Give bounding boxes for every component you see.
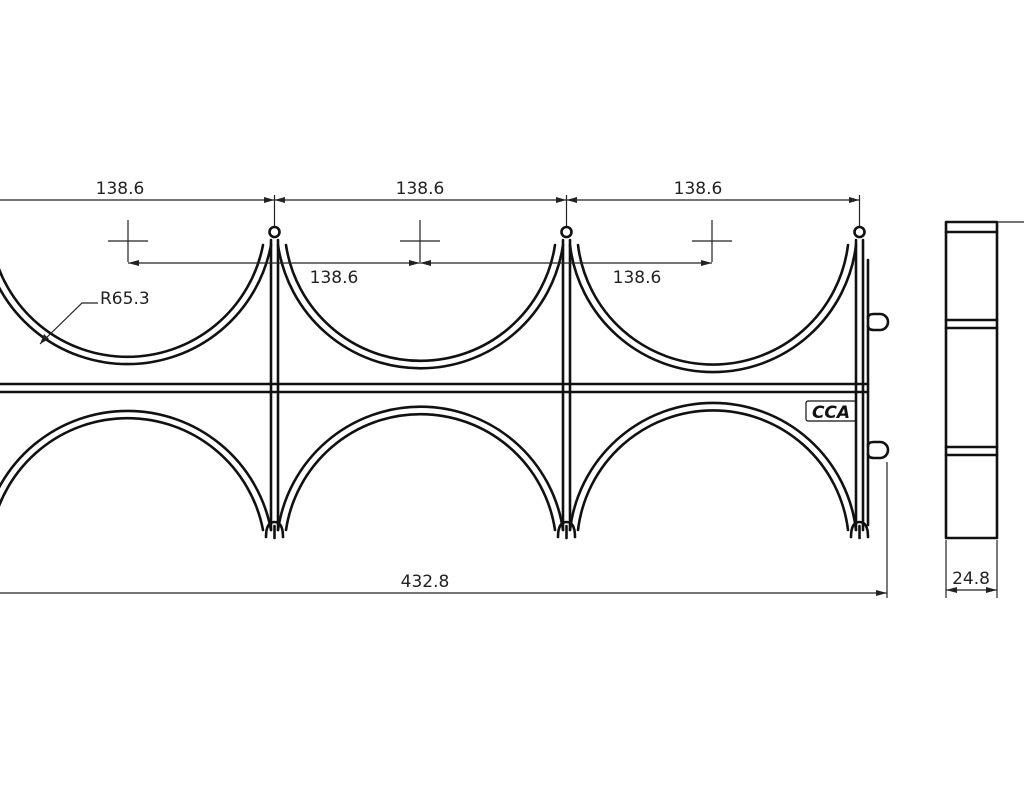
- lower-cradle-1: [0, 409, 273, 532]
- upper-cradle-3: [568, 243, 858, 374]
- svg-text:CCA: CCA: [812, 403, 850, 423]
- dim-center-2: 138.6: [613, 268, 662, 288]
- post-head-top-3: [853, 225, 866, 239]
- front-view: CCA: [0, 220, 890, 540]
- lower-cradle-3: [568, 401, 858, 532]
- dim-top-2: 138.6: [396, 179, 445, 199]
- radius-leader: R65.3: [39, 289, 150, 345]
- lower-cradle-2: [276, 405, 565, 532]
- side-tab-upper: [866, 312, 890, 332]
- post-3-end: [854, 238, 870, 532]
- dim-overall: 432.8: [401, 572, 450, 592]
- post-1: [269, 238, 280, 532]
- dim-top-3: 138.6: [674, 179, 723, 199]
- center-mark-1: [108, 220, 148, 262]
- post-head-top-2: [560, 225, 573, 239]
- post-2: [561, 238, 572, 532]
- side-tab-lower: [866, 440, 890, 460]
- dim-side-width: 24.8: [952, 569, 990, 589]
- post-foot-bottom-2: [556, 520, 577, 540]
- upper-cradle-2: [276, 243, 565, 370]
- post-head-top-1: [268, 225, 281, 239]
- dim-top-1: 138.6: [96, 179, 145, 199]
- side-view: [944, 220, 1024, 540]
- post-foot-bottom-1: [264, 520, 285, 540]
- dimensions: 138.6 138.6 138.6 138.6 138.6 R65.3 432.…: [0, 179, 998, 598]
- center-mark-3: [692, 220, 732, 262]
- dim-center-1: 138.6: [310, 268, 359, 288]
- cca-logo: CCA: [805, 400, 857, 423]
- center-mark-2: [400, 220, 440, 262]
- upper-cradle-1: [0, 243, 273, 366]
- svg-text:R65.3: R65.3: [100, 289, 150, 309]
- post-foot-bottom-3: [849, 520, 870, 540]
